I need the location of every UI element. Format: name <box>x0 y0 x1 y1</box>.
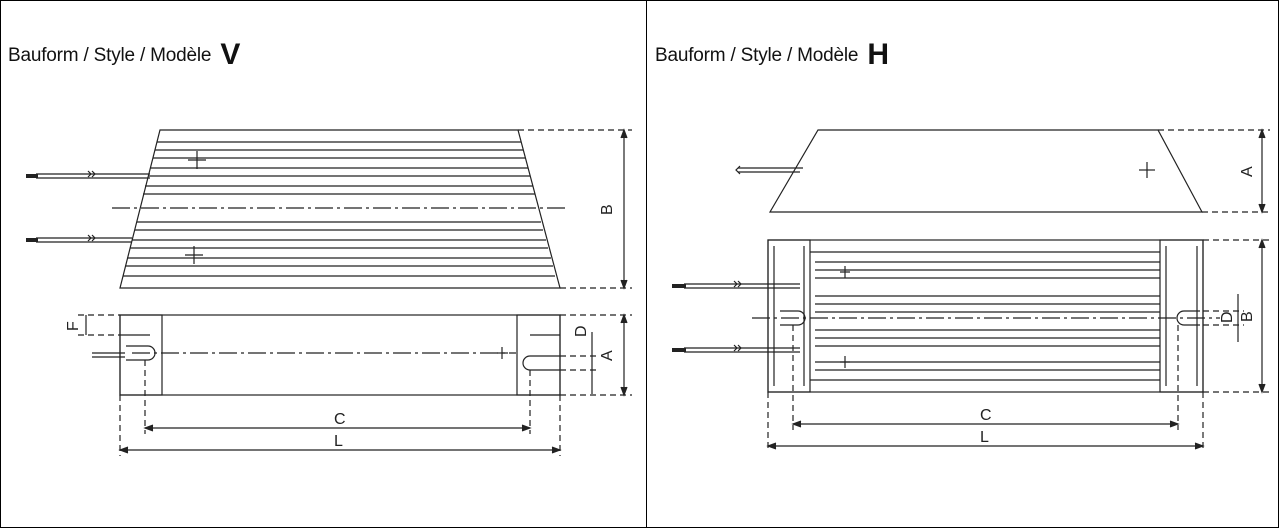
dimension-b <box>1203 238 1270 394</box>
v-side-view <box>78 313 632 456</box>
mounting-hole-mark <box>185 246 203 264</box>
dimension-l <box>118 395 562 456</box>
model-letter: V <box>220 38 241 71</box>
lead-wire <box>672 280 800 289</box>
end-cap-left <box>767 239 811 393</box>
lead-wire <box>26 170 150 179</box>
label-c: C <box>980 407 992 424</box>
panel-title-h: Bauform / Style / Modèle H <box>655 38 889 72</box>
mounting-slot <box>522 355 560 371</box>
dimension-a <box>560 313 632 397</box>
v-body-outline <box>119 129 561 289</box>
h-front-view <box>672 238 1270 452</box>
style-h-drawing: A D B C L <box>672 128 1270 452</box>
dimension-d <box>1203 294 1244 342</box>
style-v-drawing: B F D A C L <box>26 128 632 456</box>
model-letter: H <box>867 38 889 71</box>
mounting-slot <box>780 310 806 326</box>
panel-title-v: Bauform / Style / Modèle V <box>8 38 240 72</box>
label-c: C <box>334 411 346 428</box>
title-prefix: Bauform / Style / Modèle <box>8 45 212 66</box>
label-a: A <box>1239 166 1256 177</box>
dimension-d <box>560 332 598 394</box>
dimension-f <box>78 314 120 336</box>
lead-wire <box>26 234 132 243</box>
label-d: D <box>573 325 590 337</box>
label-b: B <box>599 204 616 215</box>
v-top-view <box>26 128 632 290</box>
label-l: L <box>334 433 343 450</box>
dimension-c <box>143 360 532 434</box>
v-side-body <box>119 314 561 396</box>
label-f: F <box>65 321 82 331</box>
lead-wire <box>672 344 800 353</box>
label-l: L <box>980 429 989 446</box>
h-body-outline <box>768 129 1204 213</box>
lead-wire <box>735 165 803 175</box>
dimension-l <box>766 392 1205 452</box>
end-cap-right <box>1159 239 1204 393</box>
mounting-hole-mark <box>188 151 206 169</box>
end-cap-right <box>516 314 561 396</box>
mounting-hole-mark <box>840 356 850 368</box>
end-cap-left <box>119 314 163 396</box>
dimension-a <box>1158 128 1270 214</box>
mounting-hole-mark <box>840 266 850 278</box>
mounting-slot <box>1176 310 1200 326</box>
label-a: A <box>599 350 616 361</box>
mounting-hole-mark <box>1139 162 1155 178</box>
title-prefix: Bauform / Style / Modèle <box>655 45 859 66</box>
h-front-body <box>767 239 1204 393</box>
label-b: B <box>1239 311 1256 322</box>
label-d: D <box>1219 311 1236 323</box>
panel-divider <box>646 0 647 528</box>
dimension-b <box>518 128 632 290</box>
h-top-view <box>735 128 1270 214</box>
dimension-c <box>791 325 1180 430</box>
